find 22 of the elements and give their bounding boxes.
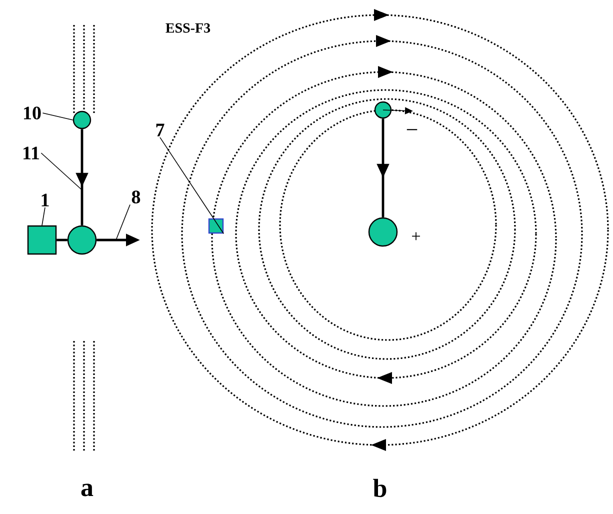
circle-symbol [368,217,398,247]
panel-label: b [373,478,386,498]
callout-number: 1 [42,194,49,206]
callout-number: 11 [24,146,39,160]
leader-line [40,152,82,190]
plus-sign: + [412,232,420,240]
leader-line [160,137,224,234]
callout-number: 10 [24,106,41,120]
circle-symbol [67,225,97,255]
leader-line [42,112,74,120]
title-label: ESS-F3 [166,23,210,33]
callout-number: 8 [132,190,140,204]
panel-label: a [81,484,94,496]
leader-line [42,207,46,226]
circle-symbol [374,101,392,119]
square-symbol [208,218,224,234]
callout-number: 7 [156,124,164,136]
minus-sign: − [406,129,418,130]
leader-line [116,204,130,240]
connector-line [56,238,68,242]
circle-symbol [72,110,92,130]
square-symbol [27,225,57,255]
